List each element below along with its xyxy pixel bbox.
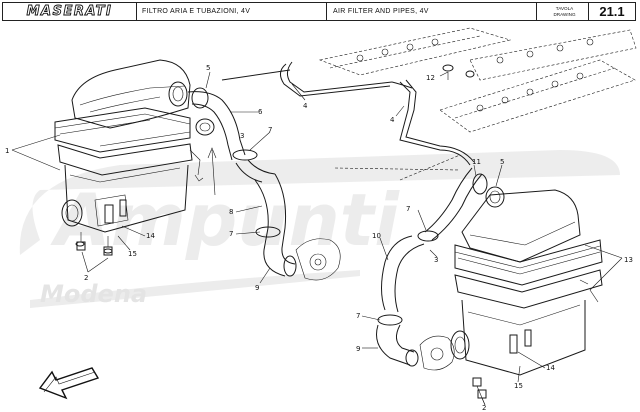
pointer-arrow <box>207 147 217 196</box>
callout: 2 <box>482 404 486 412</box>
watermark-city: Modena <box>40 280 147 308</box>
callouts-center: 4 12 4 <box>390 74 435 124</box>
callout: 3 <box>240 132 244 140</box>
callout: 14 <box>546 364 555 372</box>
callout: 10 <box>372 232 381 240</box>
callout: 5 <box>206 64 210 72</box>
left-intake-duct <box>187 87 341 281</box>
title-english: AIR FILTER AND PIPES, 4V <box>327 3 537 20</box>
callout: 8 <box>229 208 233 216</box>
callout: 14 <box>146 232 155 240</box>
direction-arrow-icon <box>38 367 100 400</box>
brand-wordmark: MASERATI <box>26 4 113 20</box>
callout: 3 <box>434 256 438 264</box>
callout: 15 <box>514 382 523 390</box>
callout: 7 <box>356 312 360 320</box>
title-italian: FILTRO ARIA E TUBAZIONI, 4V <box>137 3 327 20</box>
left-air-filter-box <box>54 59 204 256</box>
callouts-right: 11 5 7 10 3 13 7 9 14 15 2 <box>356 158 633 412</box>
title-block: MASERATI FILTRO ARIA E TUBAZIONI, 4V AIR… <box>2 2 636 21</box>
callout: 13 <box>624 256 633 264</box>
watermark-name: Ampunti <box>50 178 400 262</box>
drawing-label: DRAWING <box>553 11 576 17</box>
right-air-filter-box <box>450 186 603 399</box>
callout: 5 <box>500 158 504 166</box>
cylinder-head-outlines <box>318 27 637 181</box>
callout: 9 <box>255 284 259 292</box>
callout: 7 <box>406 205 410 213</box>
maserati-logo: MASERATI <box>3 3 137 20</box>
callout: 9 <box>356 345 360 353</box>
callout: 4 <box>390 116 395 124</box>
callout: 7 <box>229 230 233 238</box>
cylinder-head-details <box>356 38 594 112</box>
callout: 11 <box>472 158 481 166</box>
tavola-drawing-label: TAVOLA DRAWING <box>537 3 589 20</box>
callouts-left: 1 2 3 4 5 6 7 8 7 9 14 15 <box>5 64 308 292</box>
right-intake-duct <box>376 167 488 371</box>
sheet-number: 21.1 <box>599 4 625 19</box>
callout: 2 <box>84 274 88 282</box>
watermark: Ampunti Modena <box>19 150 621 308</box>
callout: 6 <box>258 108 263 116</box>
callout: 15 <box>128 250 137 258</box>
callout: 1 <box>5 147 9 155</box>
callout: 4 <box>303 102 308 110</box>
center-pipe-assembly <box>221 61 475 166</box>
leader-lines <box>11 71 623 406</box>
tavola-label: TAVOLA <box>555 5 574 11</box>
callout: 12 <box>426 74 435 82</box>
callout: 7 <box>268 126 272 134</box>
